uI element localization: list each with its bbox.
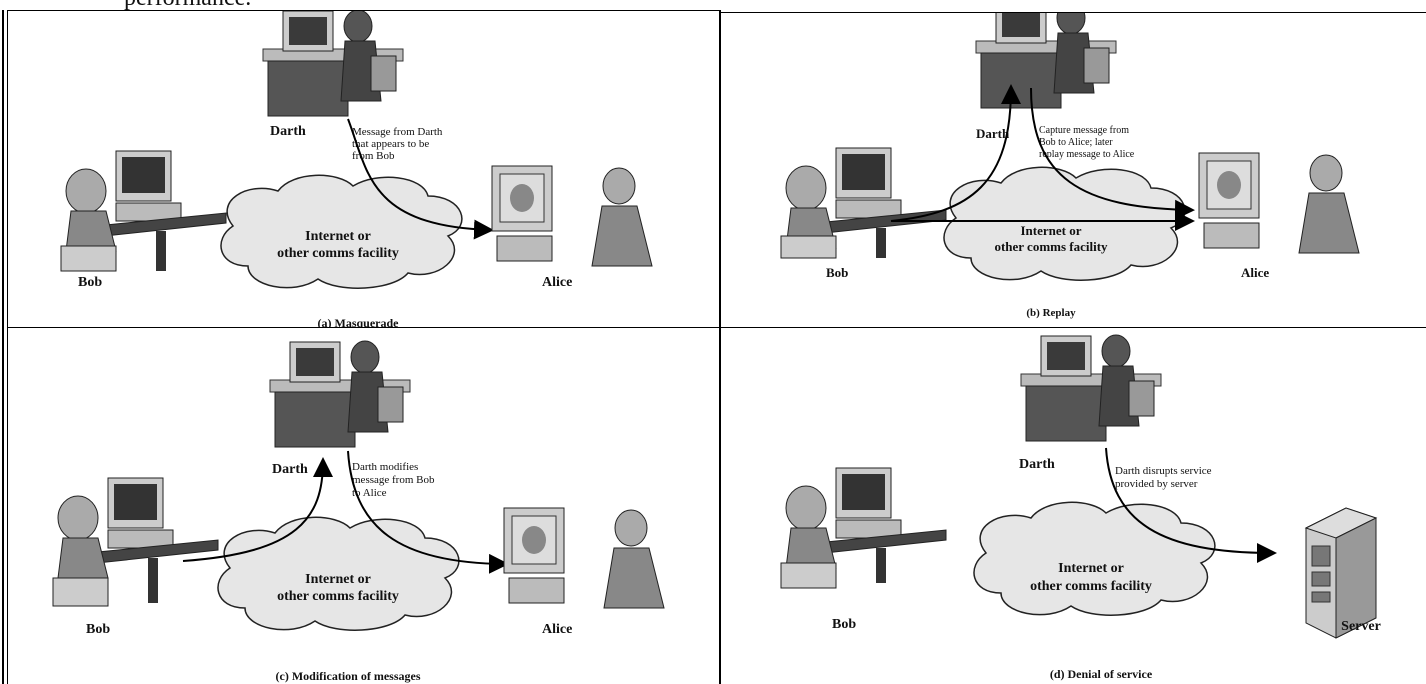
panel-modification: Darth Darth modifies message from Bob to…	[8, 328, 719, 684]
darth-at-computer-icon	[976, 13, 1116, 108]
panel-caption: (b) Replay	[1026, 307, 1076, 319]
note-line-1: Darth disrupts service	[1115, 465, 1212, 477]
note-line-1: Message from Darth	[352, 126, 443, 138]
table-border-left	[2, 10, 4, 684]
attacker-label: Darth	[270, 124, 306, 139]
panel-replay: Darth Capture message from Bob to Alice;…	[721, 13, 1426, 327]
bob-at-computer-icon	[781, 148, 946, 258]
bob-at-computer-icon	[781, 468, 946, 588]
cloud-line-2: other comms facility	[994, 239, 1108, 254]
sender-label: Bob	[86, 622, 110, 637]
panel-masquerade: Darth Message from Darth that appears to…	[8, 11, 719, 327]
darth-at-computer-icon	[270, 341, 410, 447]
cloud-line-1: Internet or	[305, 572, 371, 587]
note-line-2: provided by server	[1115, 478, 1198, 490]
receiver-label: Server	[1341, 619, 1381, 634]
panel-caption: (d) Denial of service	[1050, 667, 1153, 681]
note-line-1: Capture message from	[1039, 125, 1129, 136]
panel-caption: (c) Modification of messages	[276, 669, 421, 683]
receiver-label: Alice	[542, 275, 572, 290]
cloud-line-2: other comms facility	[277, 246, 399, 261]
network-cloud-icon	[974, 502, 1215, 615]
cloud-line-2: other comms facility	[1030, 579, 1152, 594]
cloud-line-1: Internet or	[305, 229, 371, 244]
bob-at-computer-icon	[53, 478, 218, 606]
alice-at-computer-icon	[504, 508, 664, 608]
note-line-2: that appears to be	[352, 138, 429, 150]
note-line-2: message from Bob	[352, 474, 435, 486]
sender-label: Bob	[832, 617, 856, 632]
alice-at-computer-icon	[492, 166, 652, 266]
note-line-2: Bob to Alice; later	[1039, 137, 1113, 148]
bob-at-computer-icon	[61, 151, 226, 271]
attacker-label: Darth	[1019, 457, 1055, 472]
cloud-line-1: Internet or	[1058, 561, 1124, 576]
attacker-label: Darth	[272, 462, 308, 477]
alice-at-computer-icon	[1199, 153, 1359, 253]
note-line-1: Darth modifies	[352, 461, 418, 473]
darth-at-computer-icon	[1021, 335, 1161, 441]
sender-label: Bob	[78, 275, 102, 290]
darth-at-computer-icon	[263, 11, 403, 116]
cloud-line-1: Internet or	[1020, 223, 1081, 238]
panel-caption: (a) Masquerade	[318, 316, 400, 327]
receiver-label: Alice	[1241, 265, 1269, 280]
note-line-3: replay message to Alice	[1039, 149, 1135, 160]
cloud-line-2: other comms facility	[277, 589, 399, 604]
receiver-label: Alice	[542, 622, 572, 637]
panel-denial-of-service: Darth Darth disrupts service provided by…	[721, 328, 1426, 684]
sender-label: Bob	[826, 265, 848, 280]
